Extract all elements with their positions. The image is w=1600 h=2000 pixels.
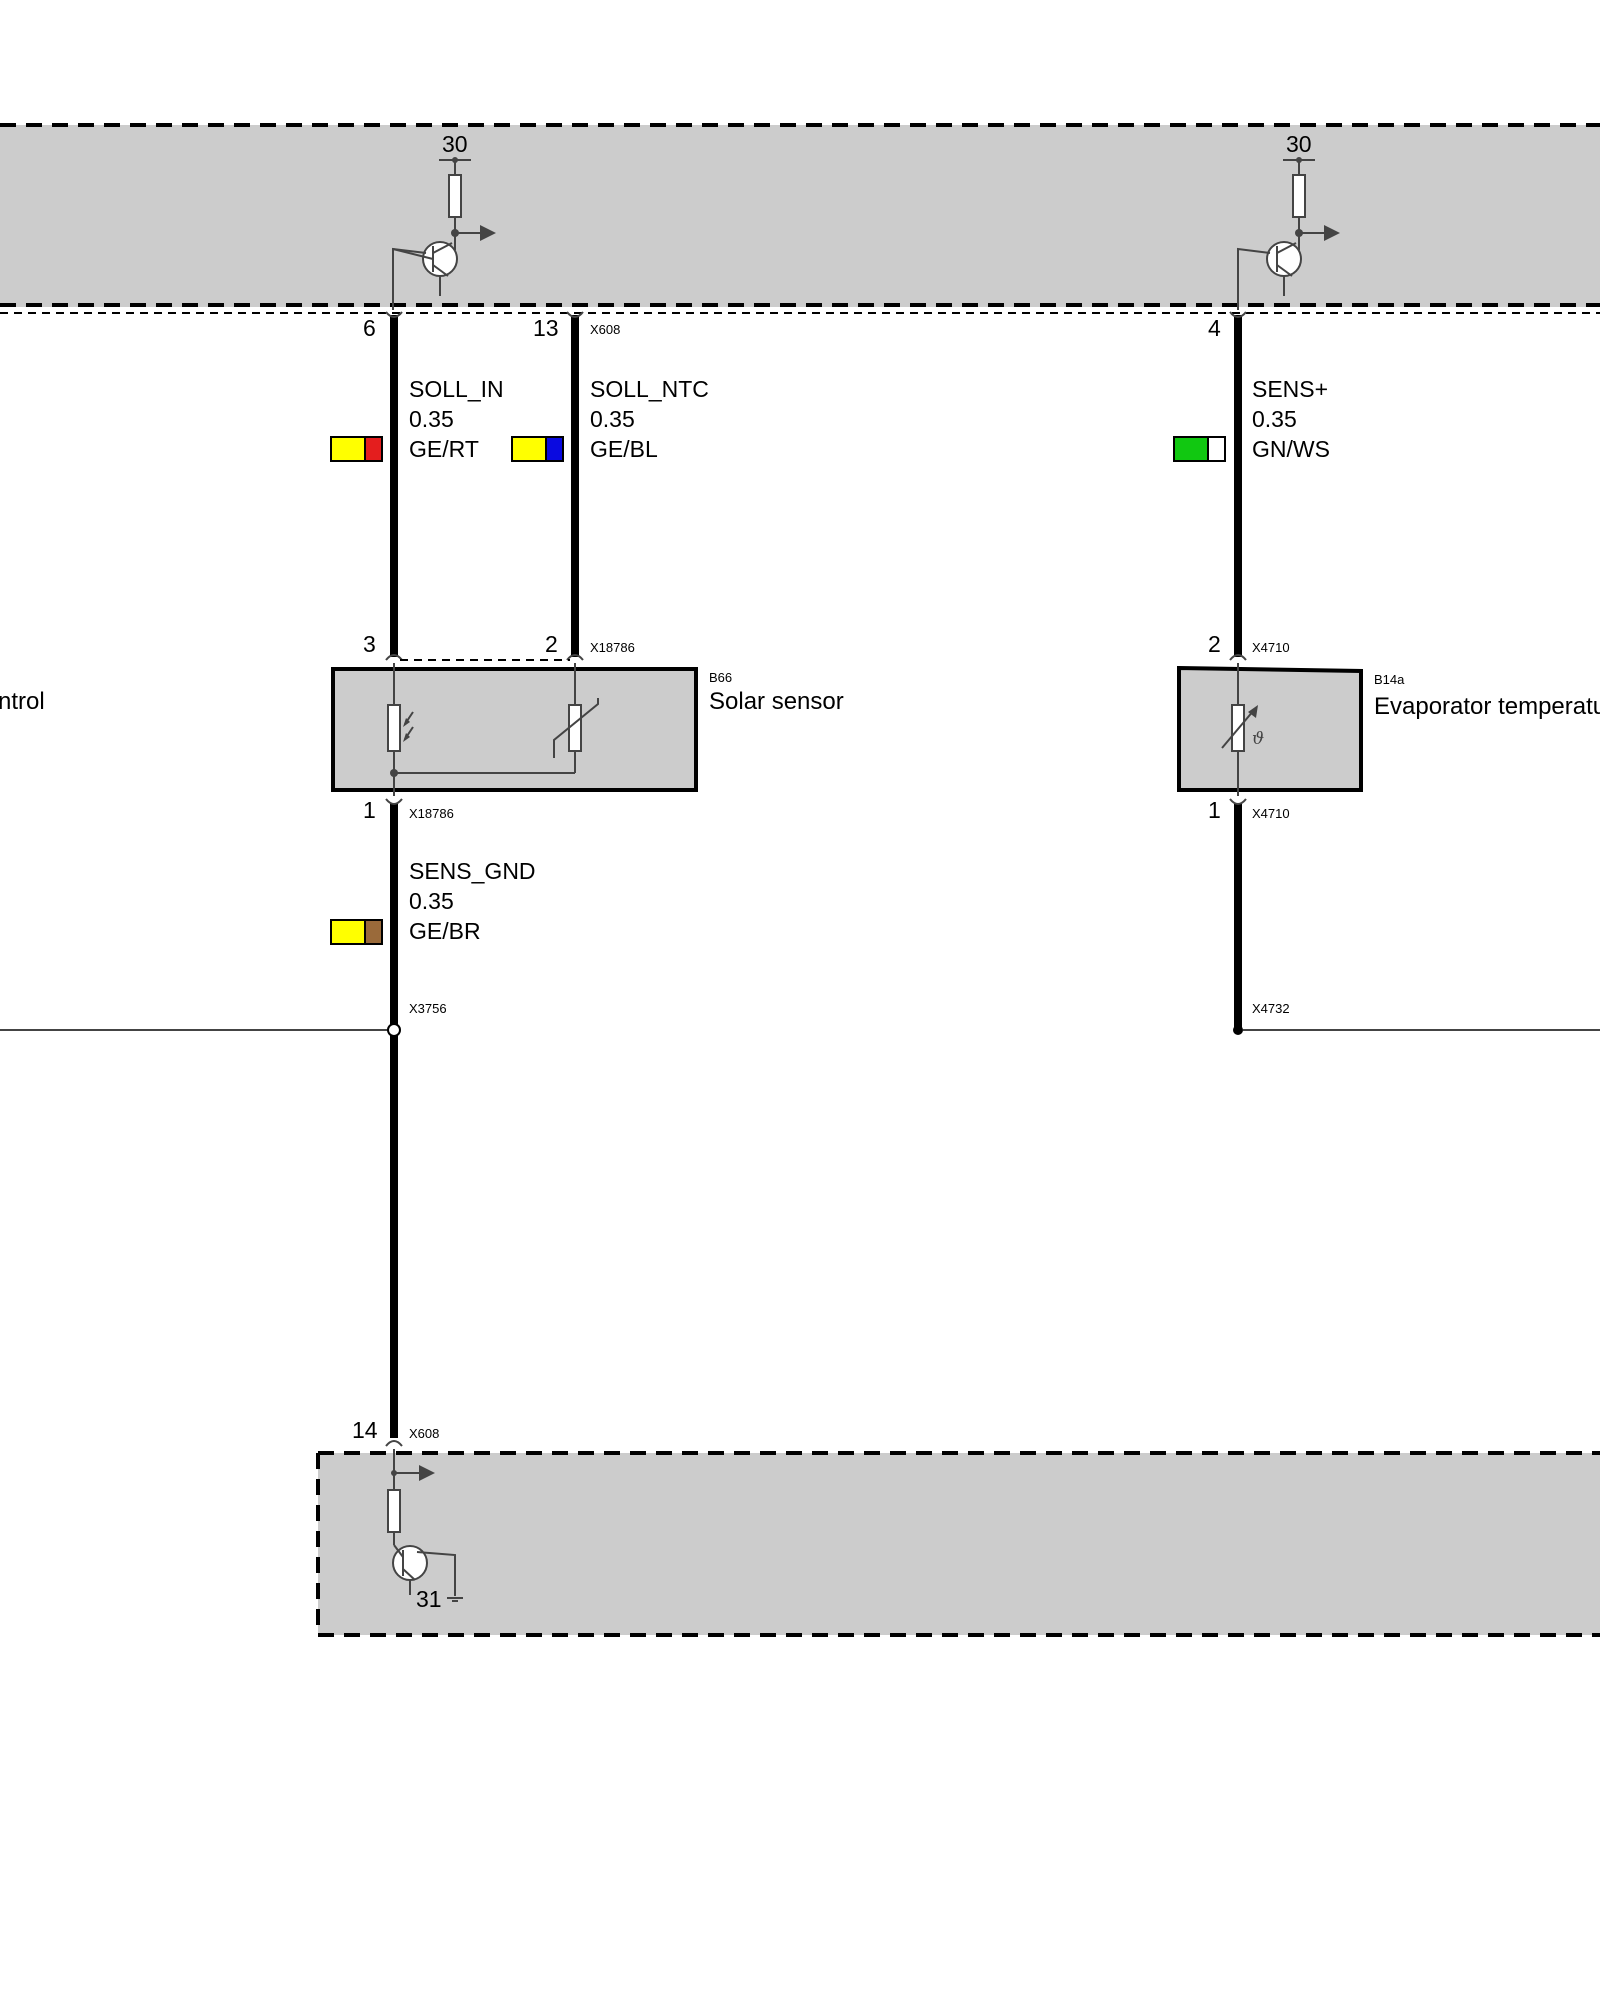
resistor-icon bbox=[1292, 174, 1306, 218]
connector-x4710-label: X4710 bbox=[1252, 640, 1290, 655]
wire-color-swatch-ws bbox=[1207, 436, 1226, 462]
pin-2-label: 2 bbox=[1208, 631, 1221, 657]
evaporator-temperature-sensor: B14a Evaporator temperatu ϑ bbox=[1177, 663, 1600, 796]
signal-name: SENS+ bbox=[1252, 376, 1328, 402]
terminal-31-label: 31 bbox=[416, 1586, 442, 1612]
wire-sens-gnd: 1 X18786 SENS_GND 0.35 GE/BR X3756 14 X6… bbox=[0, 797, 536, 1447]
pin-6-label: 6 bbox=[363, 315, 376, 341]
wire-color-code: GE/BR bbox=[409, 918, 481, 944]
resistor-icon bbox=[448, 174, 462, 218]
splice-x4732 bbox=[1233, 1025, 1243, 1035]
solar-sensor: B66 Solar sensor bbox=[331, 663, 844, 796]
wire-color-swatch-ge bbox=[330, 436, 366, 462]
control-unit-top-box bbox=[0, 125, 1600, 307]
output-arrow-icon bbox=[480, 225, 496, 241]
evaporator-sensor-body bbox=[1177, 665, 1363, 792]
terminal-30-label: 30 bbox=[1286, 131, 1312, 157]
wire-color-swatch-ge bbox=[330, 919, 366, 945]
wire-color-swatch-ge bbox=[511, 436, 547, 462]
connector-x4710-label: X4710 bbox=[1252, 806, 1290, 821]
wire-soll-in: 6 3 SOLL_IN 0.35 GE/RT bbox=[330, 311, 504, 661]
signal-name: SENS_GND bbox=[409, 858, 536, 884]
component-id: B66 bbox=[709, 670, 732, 685]
module-name-partial: ntrol bbox=[0, 688, 45, 715]
photoresistor-icon bbox=[387, 704, 401, 752]
pin-1-label: 1 bbox=[1208, 797, 1221, 823]
resistor-icon bbox=[387, 1489, 401, 1533]
connector-x608-label: X608 bbox=[409, 1426, 439, 1441]
pin-13-label: 13 bbox=[533, 315, 559, 341]
wire-soll-ntc: 13 X608 2 X18786 SOLL_NTC 0.35 GE/BL bbox=[511, 311, 709, 661]
terminal-30-label: 30 bbox=[442, 131, 468, 157]
supply-circuit-left: 30 bbox=[392, 131, 496, 310]
connector-x18786-label: X18786 bbox=[590, 640, 635, 655]
connector-x18786-label: X18786 bbox=[409, 806, 454, 821]
control-unit-bottom-box bbox=[318, 1453, 1600, 1635]
pin-2-label: 2 bbox=[545, 631, 558, 657]
wire-color-swatch-rt bbox=[364, 436, 383, 462]
connector-x608-label: X608 bbox=[590, 322, 620, 337]
wire-size: 0.35 bbox=[590, 406, 635, 432]
pin-14-label: 14 bbox=[352, 1417, 378, 1443]
wire-size: 0.35 bbox=[1252, 406, 1297, 432]
pin-1-label: 1 bbox=[363, 797, 376, 823]
wire-size: 0.35 bbox=[409, 406, 454, 432]
supply-circuit-right: 30 bbox=[1237, 131, 1340, 310]
theta-symbol: ϑ bbox=[1252, 729, 1264, 749]
output-arrow-icon bbox=[419, 1465, 435, 1481]
ntc-thermistor-icon bbox=[568, 704, 582, 752]
wire-color-swatch-gn bbox=[1173, 436, 1209, 462]
component-name: Evaporator temperatu bbox=[1374, 693, 1600, 720]
pin-3-label: 3 bbox=[363, 631, 376, 657]
control-unit-top bbox=[0, 123, 1600, 314]
wire-color-code: GE/RT bbox=[409, 436, 479, 462]
signal-name: SOLL_IN bbox=[409, 376, 504, 402]
component-name: Solar sensor bbox=[709, 688, 844, 715]
wire-color-code: GN/WS bbox=[1252, 436, 1330, 462]
wire-color-code: GE/BL bbox=[590, 436, 658, 462]
splice-x3756 bbox=[387, 1023, 401, 1037]
output-arrow-icon bbox=[1324, 225, 1340, 241]
wire-sens-plus: 4 2 X4710 SENS+ 0.35 GN/WS bbox=[1173, 311, 1330, 661]
wire-color-swatch-br bbox=[364, 919, 383, 945]
wire-size: 0.35 bbox=[409, 888, 454, 914]
component-id: B14a bbox=[1374, 672, 1405, 687]
wire-evaporator-return: 1 X4710 X4732 bbox=[1208, 797, 1600, 1035]
splice-x3756-label: X3756 bbox=[409, 1001, 447, 1016]
adjust-arrow-icon bbox=[1248, 705, 1258, 718]
splice-x4732-label: X4732 bbox=[1252, 1001, 1290, 1016]
signal-name: SOLL_NTC bbox=[590, 376, 709, 402]
control-unit-bottom: 31 bbox=[316, 1449, 1600, 1637]
pin-4-label: 4 bbox=[1208, 315, 1221, 341]
wire-color-swatch-bl bbox=[545, 436, 564, 462]
